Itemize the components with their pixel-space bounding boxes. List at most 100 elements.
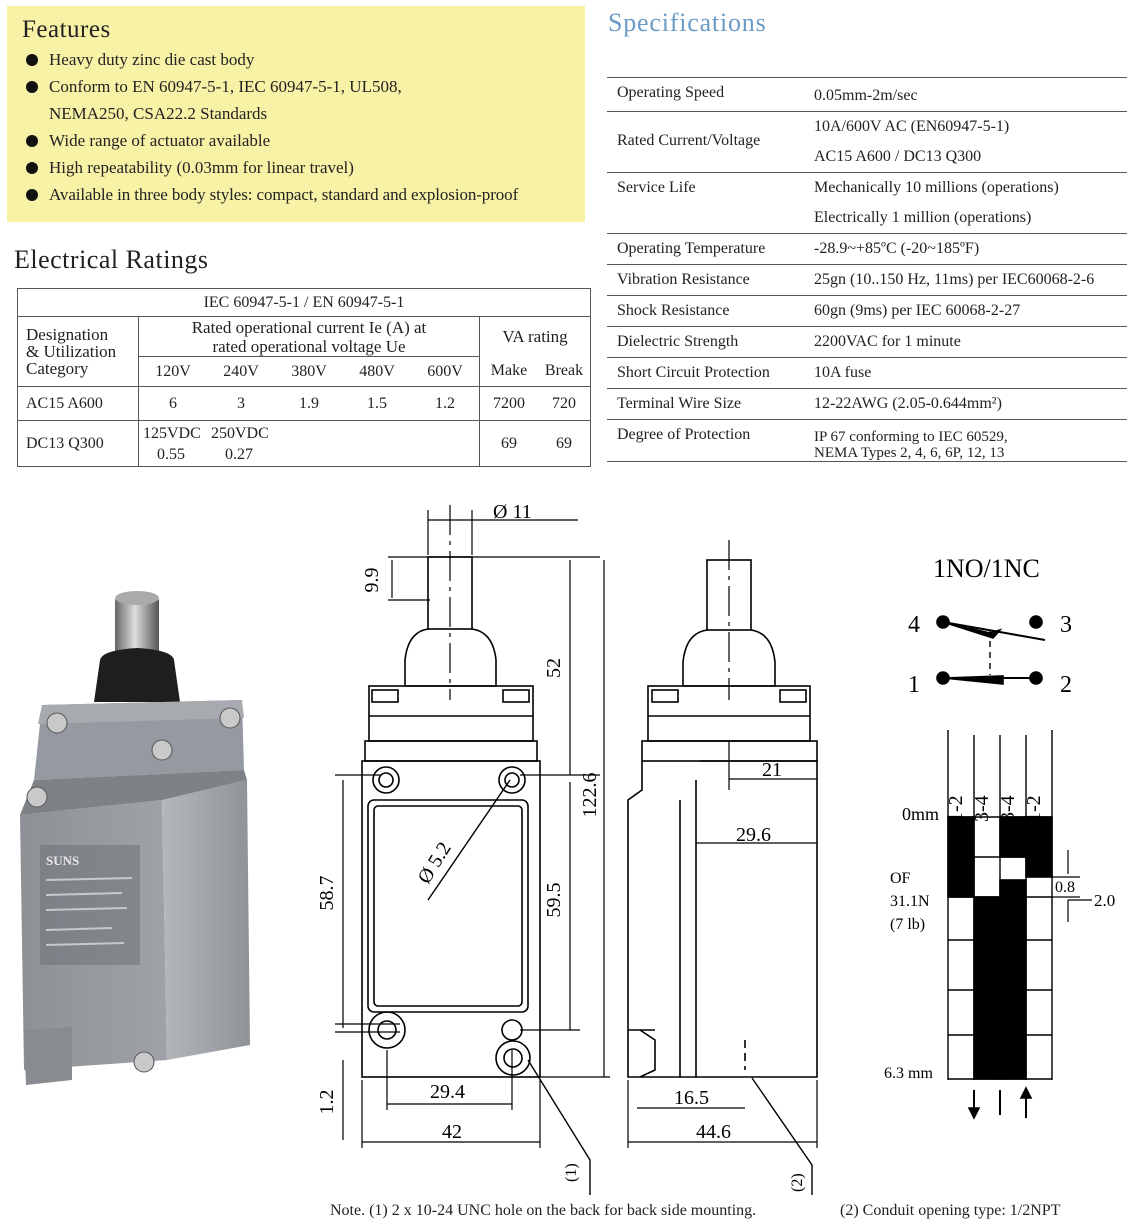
arrow-up-icon: [1019, 1086, 1033, 1099]
current-cell: 3: [207, 386, 275, 421]
spec-value: 2200VAC for 1 minute: [814, 326, 1127, 358]
dim-29-6: 29.6: [736, 824, 771, 846]
travel-end-label: 6.3 mm: [884, 1065, 933, 1082]
dim-diameter-11: Ø 11: [493, 501, 532, 523]
screw-icon: [151, 739, 173, 761]
dim-16-5: 16.5: [674, 1087, 709, 1109]
contact-diagram: 1NO/1NC 4 3 1 2 1-2 3-4 3-4 1-2: [884, 554, 1115, 1120]
terminal-label: 2: [1060, 672, 1072, 698]
category-cell: DC13 Q300: [17, 420, 139, 467]
dc-current-cell: 250VDC 0.27: [207, 420, 275, 467]
bullet-icon: [26, 54, 38, 66]
column-label: 1-2: [945, 795, 967, 822]
terminal-label: 3: [1060, 612, 1072, 638]
spec-value: 10A/600V AC (EN60947-5-1)AC15 A600 / DC1…: [814, 111, 1127, 173]
current-cell: 1.9: [275, 386, 343, 421]
features-list: Heavy duty zinc die cast body Conform to…: [23, 46, 518, 208]
arrow-down-icon: [967, 1107, 981, 1120]
bullet-icon: [26, 189, 38, 201]
travel-start-label: 0mm: [902, 804, 939, 824]
dim-29-4: 29.4: [430, 1081, 465, 1103]
spec-key: Operating Speed: [607, 77, 814, 112]
break-header: Break: [538, 356, 591, 387]
spec-value: Mechanically 10 millions (operations)Ele…: [814, 172, 1127, 234]
callout-2: (2): [789, 1173, 806, 1192]
voltage-header: 480V: [343, 356, 411, 387]
make-cell: 7200: [479, 386, 538, 421]
spec-key: Shock Resistance: [607, 295, 814, 327]
current-header: Rated operational current Ie (A) at rate…: [138, 316, 480, 357]
electrical-ratings-title: Electrical Ratings: [14, 245, 209, 274]
break-cell: 69: [538, 420, 591, 467]
dim-2-0: 2.0: [1094, 891, 1115, 910]
feature-item: Available in three body styles: compact,…: [23, 181, 518, 208]
designation-header: Designation & Utilization Category: [17, 316, 139, 387]
voltage-header: 600V: [411, 356, 480, 387]
category-cell: AC15 A600: [17, 386, 139, 421]
screw-icon: [133, 1051, 155, 1073]
spec-value: 25gn (10..150 Hz, 11ms) per IEC60068-2-6: [814, 264, 1127, 296]
spec-key: Service Life: [607, 172, 814, 234]
force-label: 31.1N: [890, 893, 930, 910]
note-2: (2) Conduit opening type: 1/2NPT: [840, 1202, 1061, 1219]
bullet-icon: [26, 135, 38, 147]
break-cell: 720: [538, 386, 591, 421]
spec-value: -28.9~+85ºC (-20~185ºF): [814, 233, 1127, 265]
spec-key: Dielectric Strength: [607, 326, 814, 358]
contact-closed-band: [999, 879, 1027, 1080]
bullet-icon: [26, 81, 38, 93]
dim-9-9: 9.9: [361, 568, 383, 593]
dim-59-5: 59.5: [543, 883, 565, 918]
va-rating-header: VA rating: [479, 316, 591, 357]
spec-value: 10A fuse: [814, 357, 1127, 389]
spec-value: 0.05mm-2m/sec: [814, 77, 1127, 112]
technical-drawing: 9.9 Ø 11 52 122.6 59.5 58.7 1.2 Ø 5.2 29…: [316, 501, 1115, 1195]
column-label: 1-2: [1023, 795, 1045, 822]
screw-icon: [46, 712, 68, 734]
dim-21: 21: [762, 759, 782, 781]
feature-item: High repeatability (0.03mm for linear tr…: [23, 154, 518, 181]
spec-key: Short Circuit Protection: [607, 357, 814, 389]
front-view: 9.9 Ø 11 52 122.6 59.5 58.7 1.2 Ø 5.2 29…: [316, 501, 610, 1195]
spec-key: Terminal Wire Size: [607, 388, 814, 420]
contact-closed-band: [999, 816, 1027, 858]
brand-logo: SUNS: [46, 853, 79, 868]
column-label: 3-4: [997, 795, 1019, 822]
dim-58-7: 58.7: [316, 876, 338, 911]
dim-1-2: 1.2: [316, 1090, 338, 1115]
screw-icon: [219, 707, 241, 729]
svg-text:OF: OF: [890, 870, 911, 887]
make-header: Make: [479, 356, 538, 387]
dim-diameter-5-2: Ø 5.2: [414, 838, 456, 887]
electrical-ratings-table: IEC 60947-5-1 / EN 60947-5-1 Designation…: [17, 288, 591, 467]
contact-closed-band: [973, 896, 1001, 1080]
feature-item: Wide range of actuator available: [23, 127, 518, 154]
spec-value: IP 67 conforming to IEC 60529,NEMA Types…: [814, 419, 1127, 462]
product-photo: SUNS: [20, 591, 250, 1085]
spec-key: Rated Current/Voltage: [607, 111, 814, 173]
current-cell: 1.5: [343, 386, 411, 421]
spec-key: Operating Temperature: [607, 233, 814, 265]
features-panel: Features Heavy duty zinc die cast body C…: [7, 6, 585, 222]
specifications-title: Specifications: [608, 8, 767, 37]
standard-header: IEC 60947-5-1 / EN 60947-5-1: [17, 288, 591, 317]
spec-key: Degree of Protection: [607, 419, 814, 462]
feature-item: Heavy duty zinc die cast body: [23, 46, 518, 73]
voltage-header: 240V: [207, 356, 275, 387]
side-view: 21 29.6 16.5 44.6 (2): [627, 540, 818, 1195]
feature-item-continued: NEMA250, CSA22.2 Standards: [49, 104, 268, 123]
rubber-boot: [94, 648, 180, 702]
column-label: 3-4: [971, 795, 993, 822]
terminal-label: 1: [908, 672, 920, 698]
switch-body-side: [162, 780, 250, 1060]
dc-current-cell: 125VDC 0.55: [138, 420, 207, 467]
feature-item: Conform to EN 60947-5-1, IEC 60947-5-1, …: [23, 73, 518, 100]
bullet-icon: [26, 162, 38, 174]
features-title: Features: [22, 16, 111, 43]
voltage-header: 120V: [138, 356, 207, 387]
callout-1: (1): [563, 1163, 580, 1182]
contact-title: 1NO/1NC: [933, 554, 1040, 583]
spec-key: Vibration Resistance: [607, 264, 814, 296]
dim-122-6: 122.6: [579, 773, 601, 818]
